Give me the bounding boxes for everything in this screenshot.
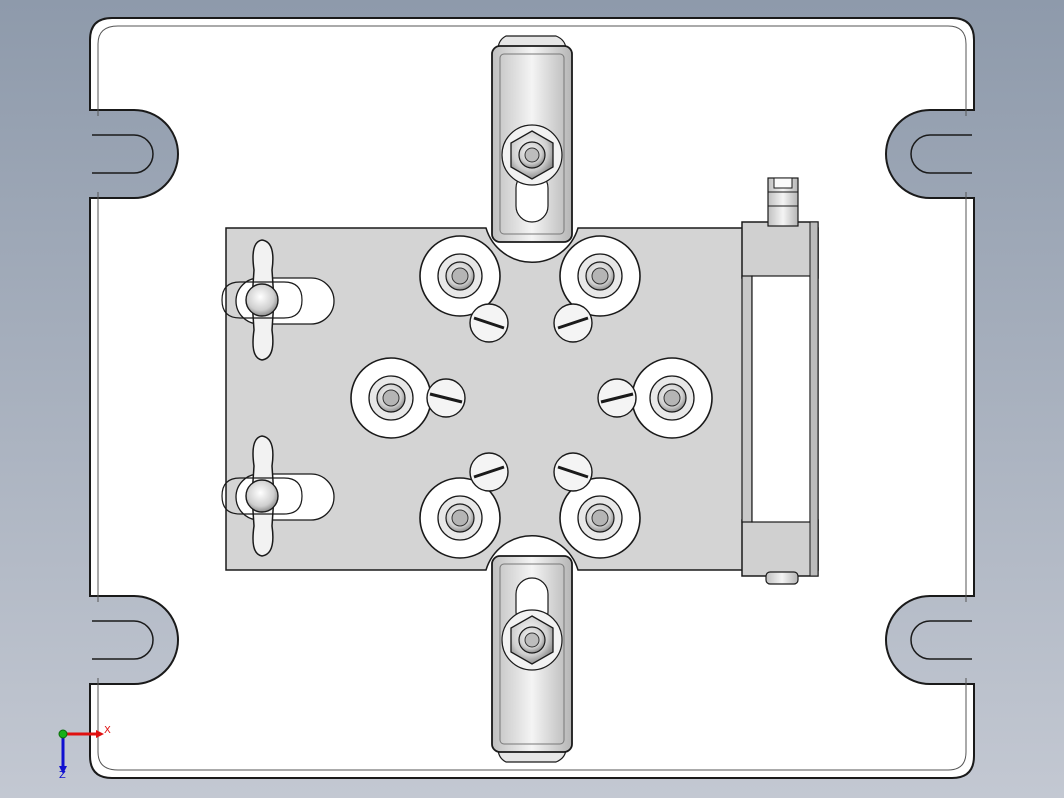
slotted-screw-icon <box>426 378 466 418</box>
wing-nut-upper[interactable] <box>221 239 335 361</box>
top-clamp[interactable] <box>491 35 573 243</box>
locator-mid-right[interactable] <box>631 357 713 439</box>
y-axis-dot <box>58 729 68 739</box>
hex-bolt-icon <box>767 177 799 227</box>
locator-bottom-left[interactable] <box>419 477 501 559</box>
locator-mid-left[interactable] <box>350 357 432 439</box>
locator-ring-group <box>350 235 713 559</box>
bottom-clamp[interactable] <box>491 555 573 763</box>
slotted-screw-icon <box>553 452 593 492</box>
wing-nut-lower[interactable] <box>221 435 335 557</box>
slotted-screw-icon <box>469 303 509 343</box>
locator-top-right[interactable] <box>559 235 641 317</box>
slotted-screw-icon <box>597 378 637 418</box>
axis-triad: X Z <box>58 725 111 781</box>
locator-top-left[interactable] <box>419 235 501 317</box>
locator-bottom-right[interactable] <box>559 477 641 559</box>
slotted-screw-icon <box>553 303 593 343</box>
side-bracket[interactable] <box>741 177 819 585</box>
z-axis-label: Z <box>59 770 66 781</box>
x-axis-label: X <box>104 725 111 736</box>
slotted-screw-icon <box>469 452 509 492</box>
pin-icon <box>765 571 799 585</box>
